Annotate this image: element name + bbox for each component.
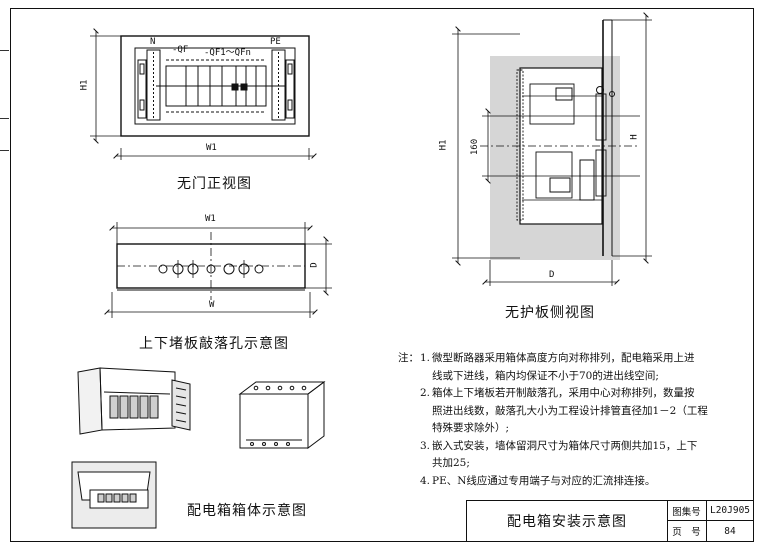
drawing-frame bbox=[10, 8, 754, 542]
front-view-drawing bbox=[90, 28, 317, 160]
side-view-caption: 无护板侧视图 bbox=[505, 305, 595, 321]
side-d-label: D bbox=[549, 270, 555, 280]
note-continuation: 特殊要求除外）; bbox=[432, 422, 510, 434]
dimension-160-label: 160 bbox=[470, 138, 481, 156]
notes-block: 注： 1. 微型断路器采用箱体高度方向对称排列，配电箱采用上进 线或下进线，箱内… bbox=[398, 350, 748, 490]
page-number-value: 84 bbox=[724, 525, 736, 537]
open-box-illustration bbox=[77, 367, 191, 435]
note-continuation: 线或下进线，箱内均保证不小于70的进出线空间; bbox=[432, 369, 659, 382]
page-number-label: 页 号 bbox=[667, 521, 707, 541]
note-text: 微型断路器采用箱体高度方向对称排列，配电箱采用上进 bbox=[432, 352, 695, 364]
n-busbar-label: N bbox=[150, 37, 156, 47]
note-continuation: 共加25; bbox=[432, 457, 470, 469]
flush-box-illustration bbox=[71, 461, 157, 529]
knockout-view-caption: 上下堵板敲落孔示意图 bbox=[139, 336, 289, 352]
drawing-title: 配电箱安装示意图 bbox=[467, 501, 668, 541]
note-text: 嵌入式安装，墙体留洞尺寸为箱体尺寸两侧共加15，上下 bbox=[432, 439, 698, 452]
atlas-number-label: 图集号 bbox=[667, 501, 707, 521]
margin-mark bbox=[0, 50, 9, 51]
note-text: 箱体上下堵板若开制敲落孔，采用中心对称排列，数量按 bbox=[432, 387, 695, 399]
title-block: 配电箱安装示意图 图集号 L20J905 页 号 84 bbox=[466, 500, 754, 542]
note-number: 4. bbox=[420, 474, 431, 487]
pe-busbar-label: PE bbox=[270, 37, 281, 47]
knockout-w1-label: W1 bbox=[205, 214, 216, 224]
knockout-d-label: D bbox=[309, 262, 320, 268]
empty-box-illustration bbox=[238, 381, 326, 449]
side-h1-label: H1 bbox=[438, 139, 449, 151]
box-view-caption: 配电箱箱体示意图 bbox=[187, 503, 307, 519]
notes-prefix: 注： bbox=[398, 352, 419, 364]
note-continuation: 照进出线数，敲落孔大小为工程设计排管直径加1－2（工程 bbox=[432, 404, 708, 417]
atlas-number-value: L20J905 bbox=[707, 501, 753, 521]
w1-dimension-label: W1 bbox=[206, 143, 217, 153]
h1-dimension-label: H1 bbox=[79, 79, 90, 91]
main-breaker-label: -QF bbox=[172, 45, 189, 55]
note-number: 1. bbox=[420, 352, 431, 364]
side-view-drawing bbox=[452, 12, 652, 286]
note-number: 3. bbox=[420, 439, 431, 452]
margin-mark bbox=[0, 118, 9, 119]
branch-breaker-label: -QF1～QFn bbox=[204, 48, 251, 58]
side-h-label: H bbox=[629, 134, 640, 140]
note-text: PE、N线应通过专用端子与对应的汇流排连接。 bbox=[432, 474, 656, 487]
front-view-caption: 无门正视图 bbox=[177, 176, 252, 192]
knockout-w-label: W bbox=[209, 300, 215, 310]
margin-mark bbox=[0, 150, 9, 151]
note-number: 2. bbox=[420, 387, 431, 399]
knockout-view-drawing bbox=[104, 222, 332, 318]
